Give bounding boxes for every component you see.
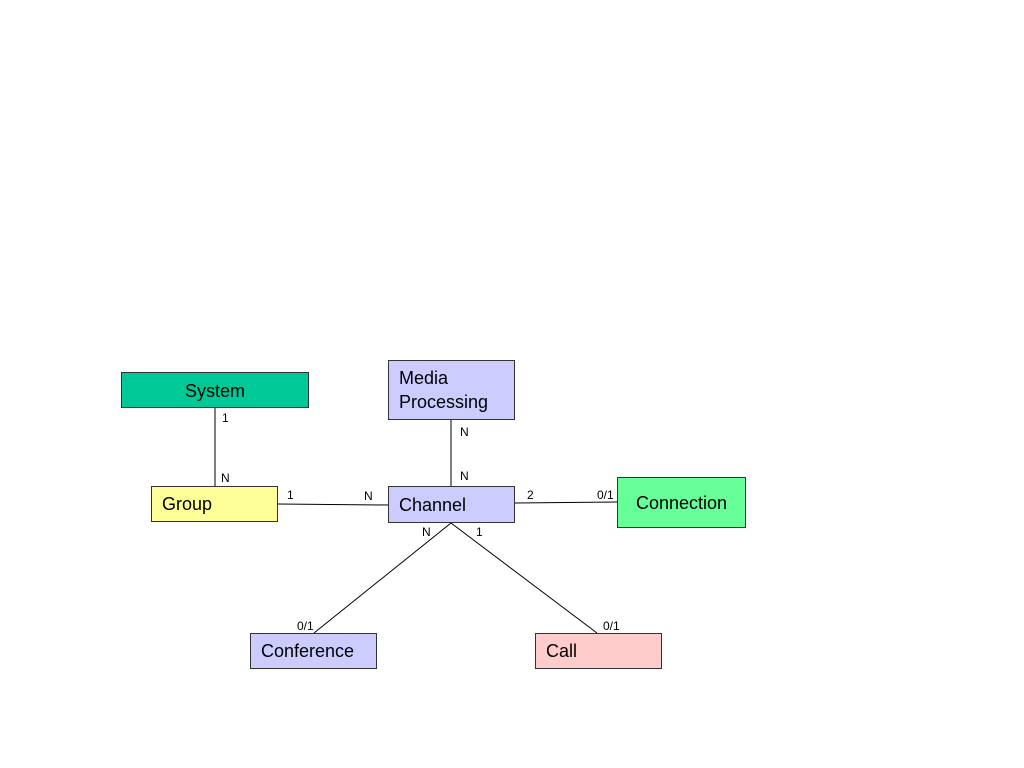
- cardinality-channel-end-connection: 2: [527, 488, 534, 502]
- cardinality-channel-end-call: 1: [476, 525, 483, 539]
- entity-call-label: Call: [546, 641, 578, 661]
- cardinality-group-end-system: N: [221, 471, 230, 485]
- entity-media-processing[interactable]: Media Processing: [388, 360, 515, 420]
- cardinality-call-end: 0/1: [603, 619, 620, 633]
- link-channel-conference: [313, 522, 452, 634]
- cardinality-conference-end: 0/1: [297, 619, 314, 633]
- cardinality-media-end: N: [460, 425, 469, 439]
- entity-media-processing-label-line1: Media: [399, 368, 449, 388]
- entity-system-label: System: [184, 381, 245, 401]
- entity-media-processing-label-line2: Processing: [399, 392, 489, 412]
- cardinality-channel-end-media: N: [460, 469, 469, 483]
- cardinality-connection-end: 0/1: [597, 488, 614, 502]
- cardinality-channel-end-group: N: [364, 489, 373, 503]
- entity-call[interactable]: Call: [535, 633, 662, 669]
- entity-connection[interactable]: Connection: [617, 477, 746, 528]
- cardinality-channel-end-conference: N: [422, 525, 431, 539]
- link-channel-call: [450, 522, 598, 634]
- entity-conference-label: Conference: [261, 641, 355, 661]
- entity-group[interactable]: Group: [151, 486, 278, 522]
- entity-group-label: Group: [162, 494, 213, 514]
- entity-conference[interactable]: Conference: [250, 633, 377, 669]
- entity-connection-label: Connection: [635, 493, 728, 513]
- entity-system[interactable]: System: [121, 372, 309, 408]
- link-channel-connection: [514, 501, 618, 504]
- cardinality-group-end-channel: 1: [287, 488, 294, 502]
- link-group-channel: [277, 503, 389, 506]
- entity-channel[interactable]: Channel: [388, 486, 515, 523]
- cardinality-system-end: 1: [222, 411, 229, 425]
- entity-channel-label: Channel: [399, 495, 467, 515]
